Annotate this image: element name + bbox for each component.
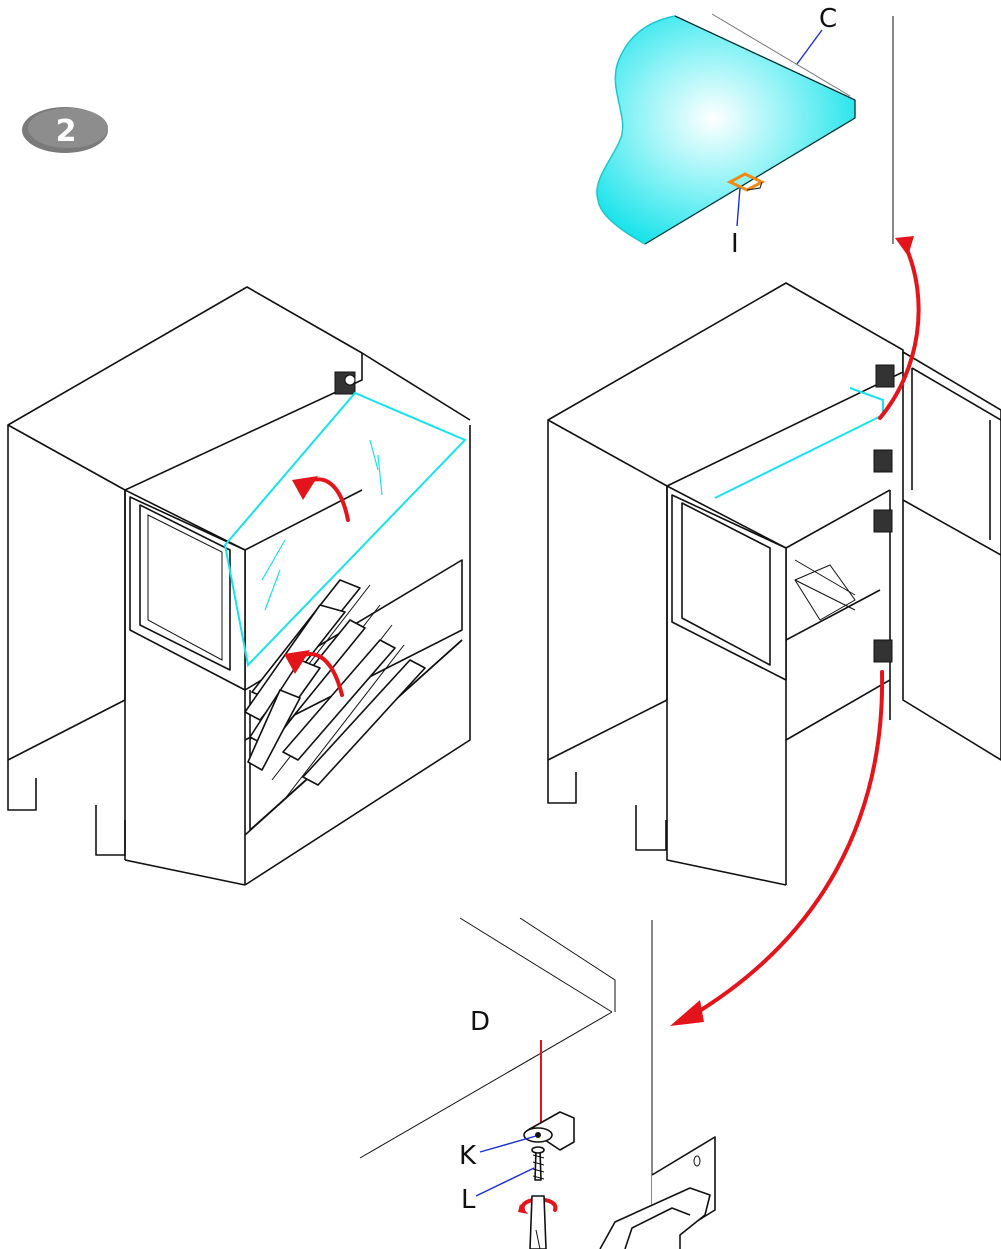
- label-c: C: [819, 4, 837, 34]
- hinges-right: [873, 364, 895, 663]
- bracket-detail: D K L: [359, 917, 716, 1249]
- screw-l: [531, 1146, 545, 1181]
- open-door-right: [902, 351, 1001, 761]
- glass-shelf-tilted: [223, 391, 467, 668]
- cabinet-left: [7, 286, 471, 886]
- bracket-on-wall: [599, 1136, 716, 1249]
- shelf-support-clip: [726, 172, 766, 192]
- step-badge: 2: [22, 107, 108, 153]
- shelf-slats-left: [244, 579, 426, 801]
- screwdriver: [529, 1195, 547, 1249]
- label-i: I: [731, 229, 739, 259]
- tilt-arrow-upper: [292, 476, 350, 522]
- angle-bracket-k: [523, 1111, 575, 1151]
- arrow-to-glass-detail: [878, 236, 921, 420]
- cabinet-right: [547, 282, 1001, 886]
- tilt-arrow-lower: [284, 650, 344, 697]
- step-number: 2: [56, 114, 77, 149]
- label-k: K: [459, 1141, 477, 1171]
- label-d: D: [470, 1007, 490, 1037]
- label-l: L: [461, 1185, 476, 1215]
- hinge-left: [334, 371, 356, 395]
- arrow-to-bracket-detail: [670, 670, 885, 1026]
- glass-shelf-detail: C I: [596, 4, 856, 259]
